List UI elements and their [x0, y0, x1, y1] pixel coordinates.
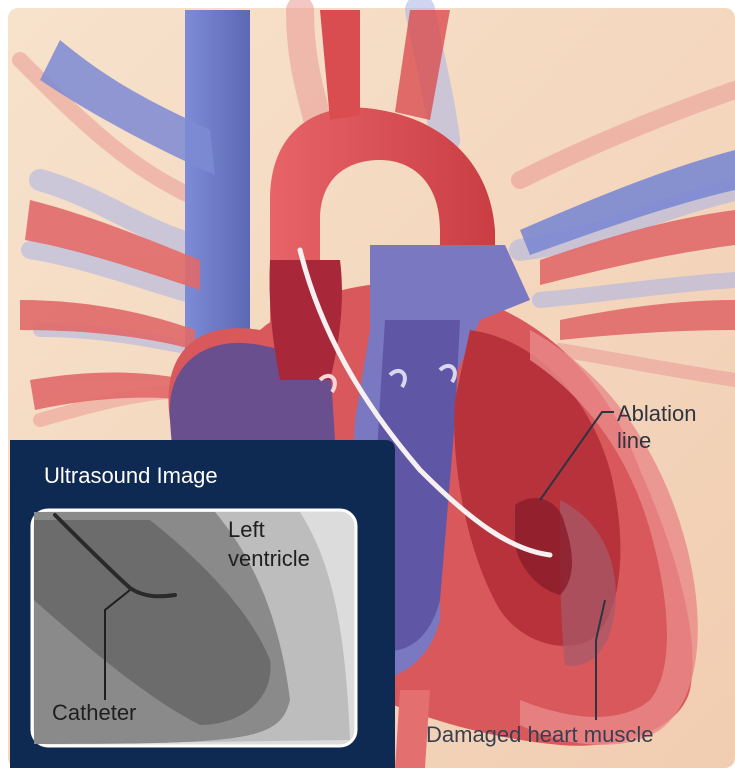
damaged-heart-muscle-label: Damaged heart muscle — [426, 722, 653, 748]
ablation-line-label: Ablation line — [617, 400, 697, 454]
catheter-label: Catheter — [52, 700, 136, 726]
left-ventricle-label: Left ventricle — [228, 515, 310, 573]
ultrasound-image-title: Ultrasound Image — [44, 463, 218, 489]
descending-vessel — [395, 690, 430, 768]
